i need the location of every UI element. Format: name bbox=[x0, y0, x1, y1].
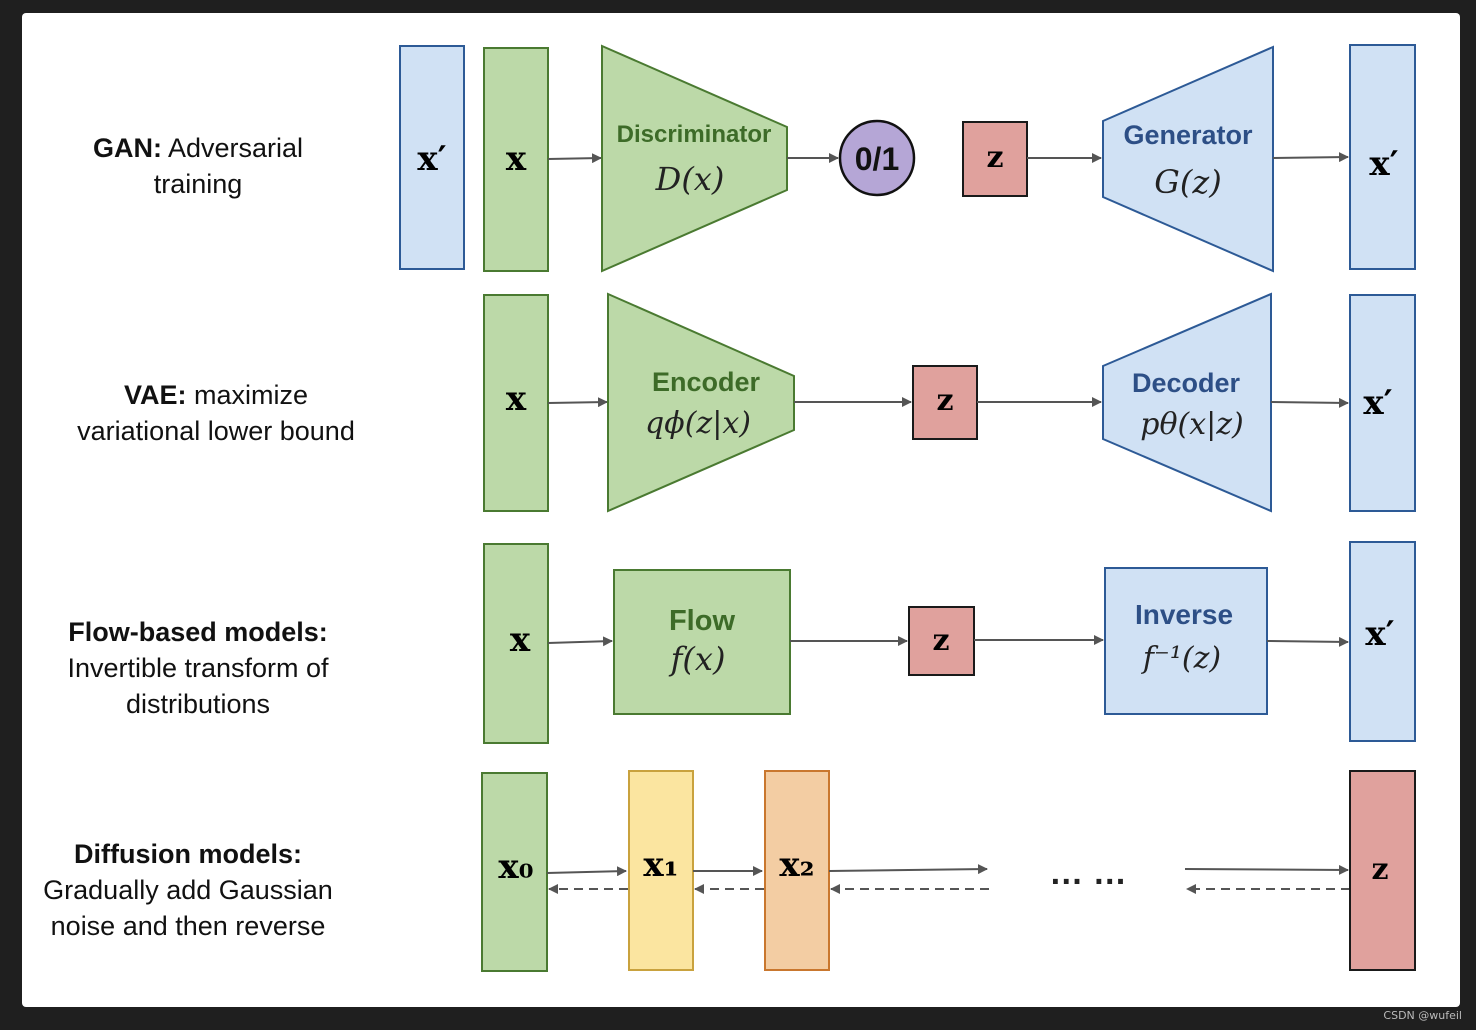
gan-x-prime-left-text: x′ bbox=[417, 139, 446, 179]
diffusion-title: Diffusion models: bbox=[74, 839, 302, 869]
diffusion-x1-box bbox=[628, 770, 694, 971]
gan-discriminator-name: Discriminator bbox=[617, 121, 772, 148]
diffusion-x2-text: x₂ bbox=[779, 845, 814, 885]
diffusion-z-text: z bbox=[1371, 852, 1388, 887]
flow-arrow-x-flow bbox=[547, 636, 613, 647]
flow-x-box bbox=[483, 543, 549, 744]
diffusion-fwd-arrow-2-dots bbox=[828, 864, 988, 875]
gan-output-circle bbox=[838, 119, 916, 197]
gan-arrow-x-disc bbox=[547, 153, 602, 164]
gan-output-text: 0/1 bbox=[855, 141, 899, 177]
gan-label: GAN: Adversarial training bbox=[40, 130, 356, 202]
flow-z-text: z bbox=[932, 623, 949, 658]
vae-desc-1: maximize bbox=[194, 380, 309, 410]
diffusion-z-box bbox=[1349, 770, 1416, 971]
vae-decoder-name: Decoder bbox=[1132, 368, 1241, 398]
gan-desc-1: Adversarial bbox=[167, 133, 304, 163]
gan-arrow-gen-x-prime bbox=[1272, 152, 1349, 163]
diffusion-desc-2: noise and then reverse bbox=[50, 911, 326, 941]
diffusion-x2-box bbox=[764, 770, 830, 971]
diffusion-x0-text: x₀ bbox=[498, 847, 533, 887]
vae-desc-2: variational lower bound bbox=[77, 416, 355, 446]
vae-arrow-x-enc bbox=[547, 397, 608, 408]
diffusion-fwd-arrow-dots-z bbox=[1184, 864, 1349, 875]
flow-arrow-inverse-x-prime bbox=[1266, 636, 1349, 647]
diffusion-x1-text: x₁ bbox=[643, 845, 678, 885]
diffusion-desc-1: Gradually add Gaussian bbox=[43, 875, 333, 905]
flow-desc-2: distributions bbox=[125, 689, 271, 719]
vae-label: VAE: maximize variational lower bound bbox=[40, 377, 392, 449]
gan-desc-2: training bbox=[153, 169, 243, 199]
gan-x-prime-right-text: x′ bbox=[1369, 144, 1398, 184]
flow-inverse-formula: f⁻¹(z) bbox=[1141, 641, 1221, 676]
flow-title: Flow-based models: bbox=[68, 617, 328, 647]
vae-encoder-shape bbox=[607, 292, 795, 513]
gan-z-box bbox=[962, 121, 1028, 197]
gan-x-prime-left-box bbox=[399, 45, 465, 270]
gan-discriminator-formula: D(x) bbox=[655, 160, 725, 198]
vae-z-text: z bbox=[936, 383, 953, 418]
gan-z-text: z bbox=[986, 140, 1003, 175]
flow-x-text: x bbox=[510, 620, 531, 660]
gan-generator-formula: G(z) bbox=[1154, 163, 1221, 201]
flow-formula: f(x) bbox=[669, 640, 726, 678]
watermark: CSDN @wufeil bbox=[1383, 1009, 1462, 1022]
vae-encoder-name: Encoder bbox=[652, 367, 761, 397]
vae-arrow-dec-x-prime bbox=[1270, 397, 1349, 408]
diffusion-ellipsis: … … bbox=[1049, 854, 1126, 892]
vae-x-prime-box bbox=[1349, 294, 1416, 512]
flow-desc-1: Invertible transform of bbox=[67, 653, 329, 683]
vae-x-text: x bbox=[506, 379, 527, 419]
vae-encoder-formula: qϕ(z|x) bbox=[645, 406, 751, 441]
vae-decoder-formula: pθ(x|z) bbox=[1140, 407, 1244, 442]
gan-title: GAN: bbox=[92, 133, 162, 163]
vae-decoder-shape bbox=[1102, 292, 1272, 513]
flow-z-box bbox=[908, 606, 975, 676]
flow-inverse-name: Inverse bbox=[1135, 599, 1233, 630]
flow-name: Flow bbox=[669, 605, 735, 637]
gan-x-text: x bbox=[506, 139, 527, 179]
flow-label: Flow-based models: Invertible transform … bbox=[40, 614, 356, 722]
vae-x-prime-text: x′ bbox=[1363, 383, 1392, 423]
vae-title: VAE: bbox=[123, 380, 187, 410]
gan-x-box bbox=[483, 47, 549, 272]
flow-x-prime-text: x′ bbox=[1365, 614, 1394, 654]
gan-generator-shape bbox=[1102, 45, 1274, 273]
gan-discriminator-shape bbox=[601, 44, 788, 273]
gan-generator-name: Generator bbox=[1123, 120, 1253, 150]
gan-x-prime-right-box bbox=[1349, 44, 1416, 270]
diffusion-x0-box bbox=[481, 772, 548, 972]
diffusion-label: Diffusion models: Gradually add Gaussian… bbox=[22, 836, 354, 944]
flow-x-prime-box bbox=[1349, 541, 1416, 742]
diffusion-fwd-arrow-0-1 bbox=[546, 866, 627, 877]
